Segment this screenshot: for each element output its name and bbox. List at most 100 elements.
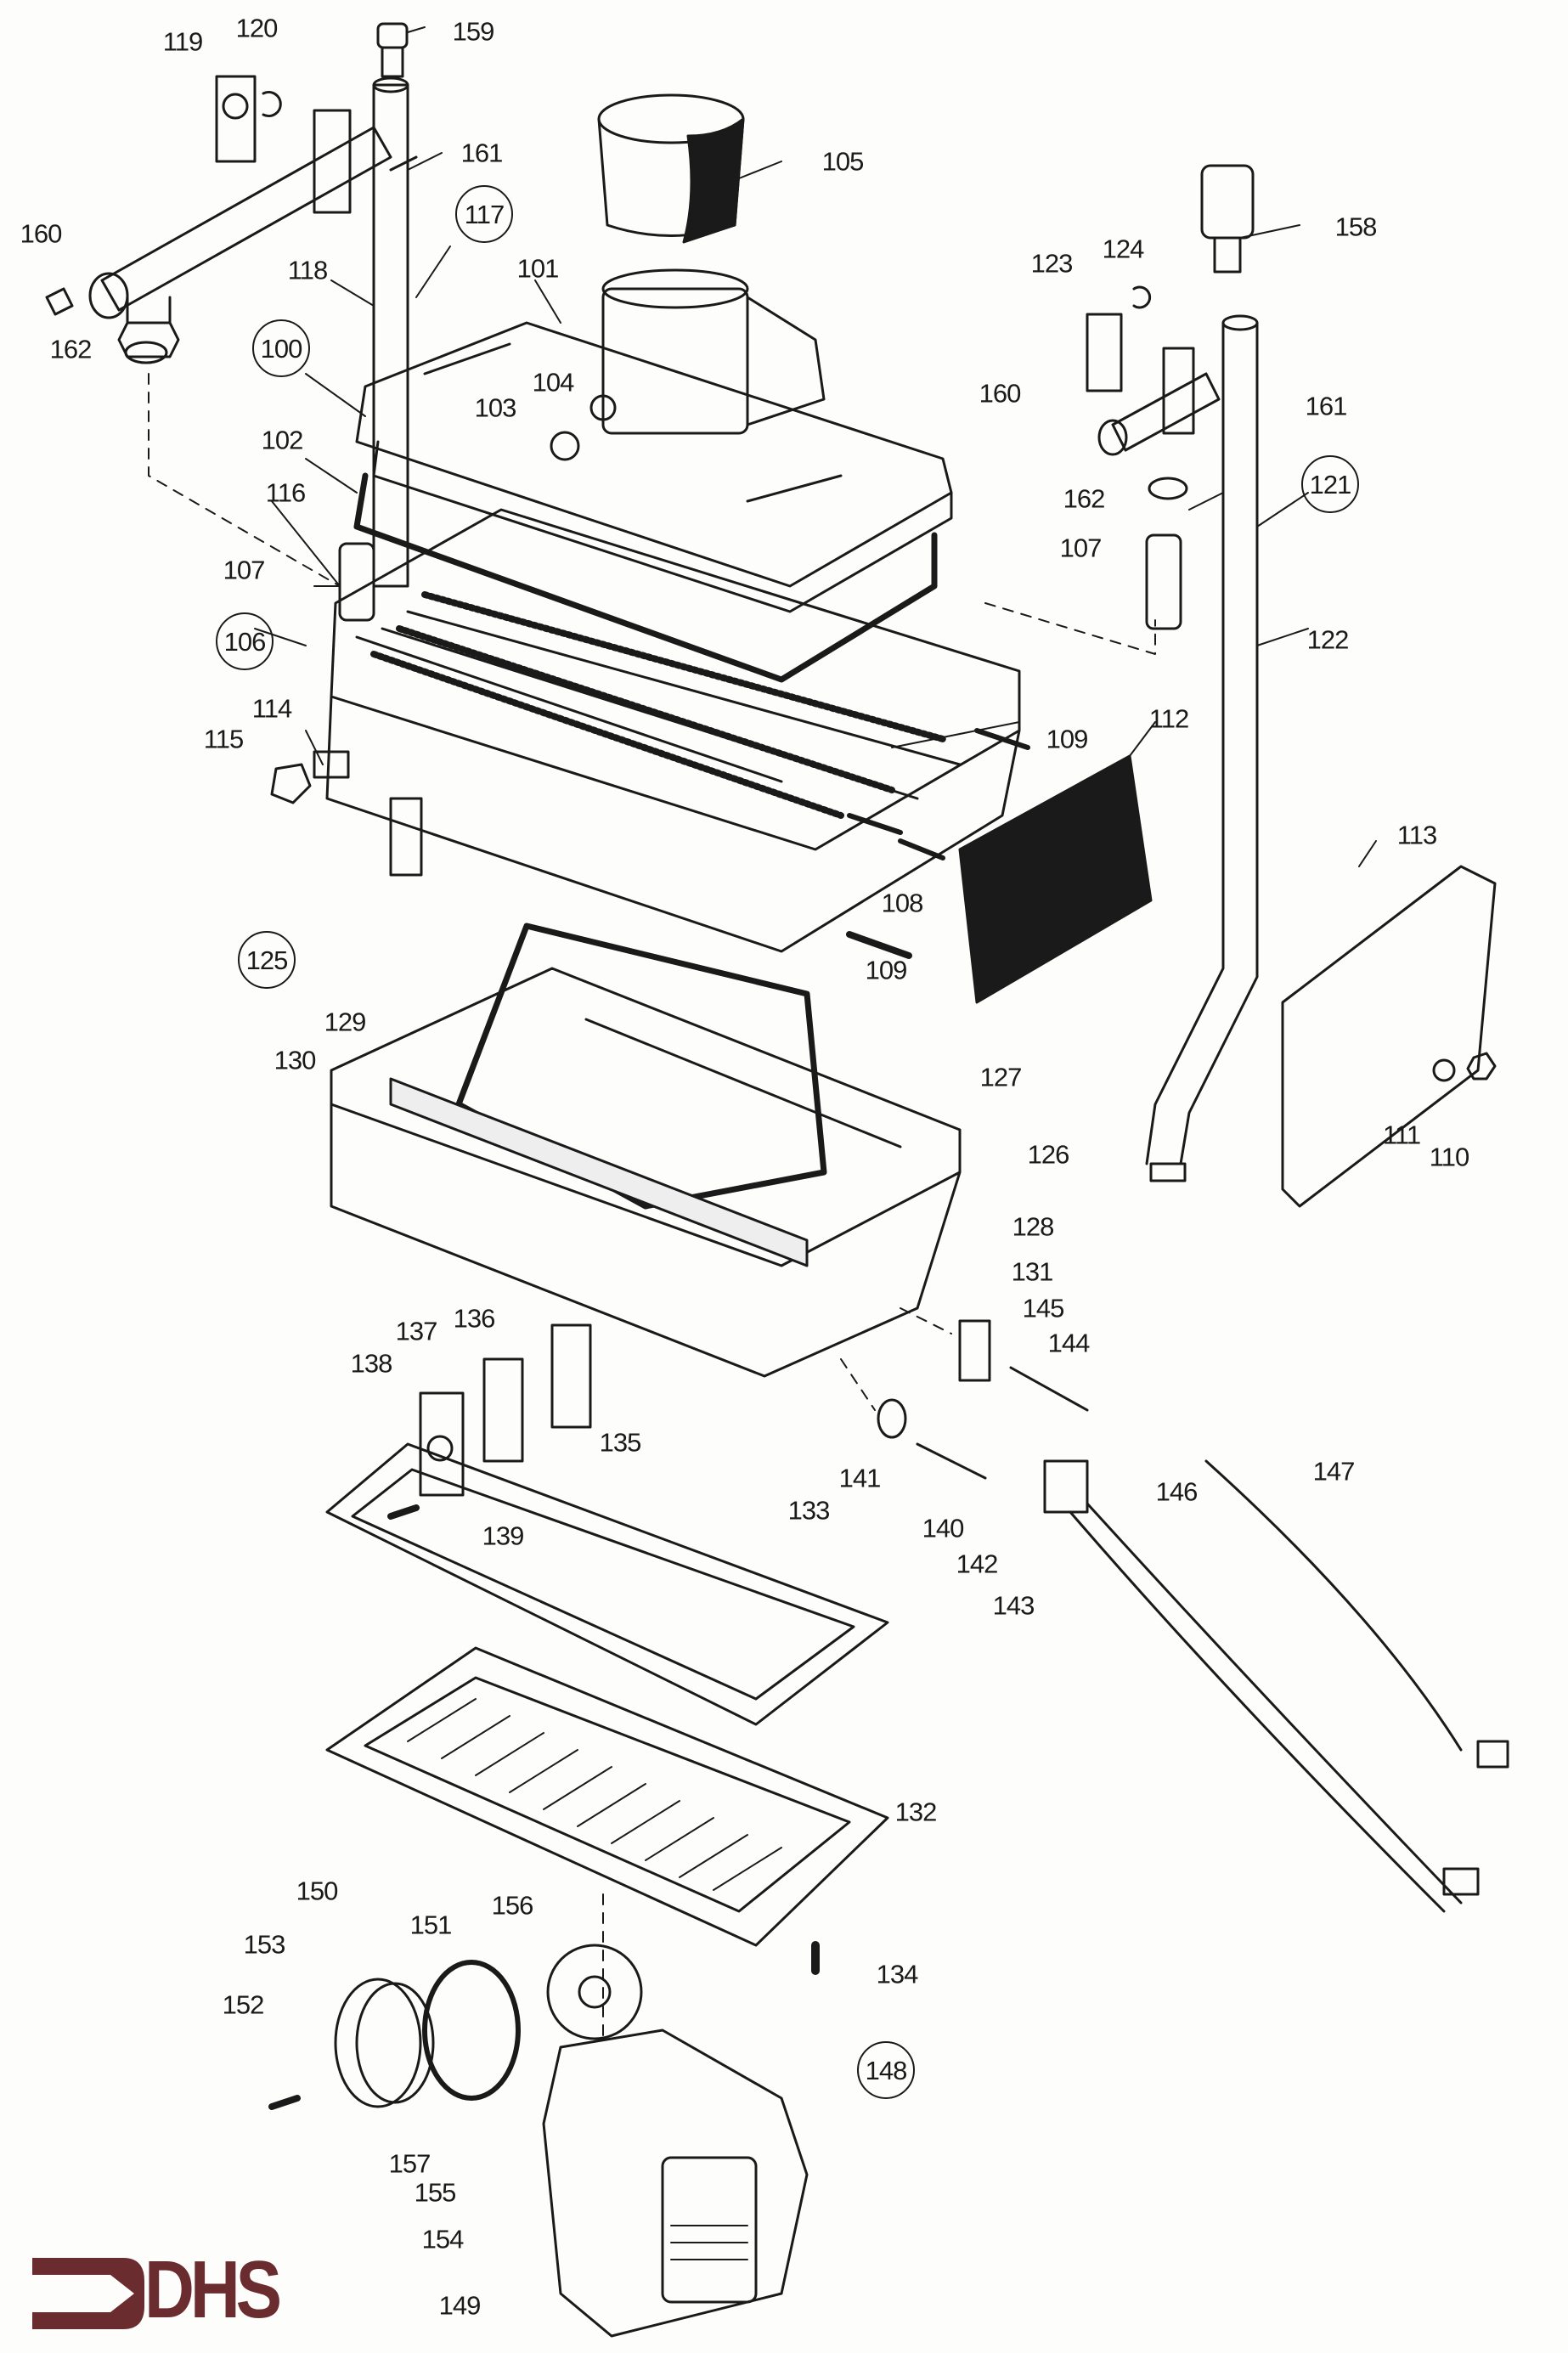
part-label-158: 158 <box>1334 212 1378 242</box>
nipple-107-left <box>338 542 375 622</box>
return-pipe <box>389 797 423 877</box>
part-label-123: 123 <box>1030 248 1074 279</box>
cap-115 <box>270 763 312 804</box>
part-label-134: 134 <box>876 1959 919 1989</box>
part-label-117: 117 <box>455 185 513 243</box>
washer-162-right <box>1148 477 1188 500</box>
part-label-145: 145 <box>1022 1293 1065 1323</box>
part-label-110: 110 <box>1429 1142 1469 1172</box>
part-label-102: 102 <box>261 425 304 455</box>
seal-127 <box>455 923 827 1210</box>
combustion-chamber-125 <box>330 923 962 1378</box>
circlip-120 <box>262 91 282 117</box>
part-label-136: 136 <box>453 1303 496 1334</box>
part-label-127: 127 <box>979 1062 1023 1092</box>
plug-159-thread <box>381 46 404 78</box>
part-label-160-left: 160 <box>20 218 63 249</box>
brand-logo-text: DHS <box>144 2244 282 2335</box>
combustion-hood-100 <box>355 268 953 613</box>
heat-exchanger-106 <box>270 508 1030 959</box>
holder-142 <box>1043 1459 1089 1514</box>
fan-assembly-148 <box>268 1944 809 2338</box>
part-label-156: 156 <box>491 1890 534 1921</box>
plate-145 <box>958 1319 991 1382</box>
pipe-118 <box>372 83 409 588</box>
gasket-133 <box>325 1442 889 1726</box>
part-label-159: 159 <box>452 16 495 47</box>
part-label-107-left: 107 <box>223 555 266 585</box>
part-label-137: 137 <box>395 1316 438 1346</box>
electrode-140 <box>916 1442 987 1480</box>
pipe-horizontal <box>100 126 392 312</box>
part-label-153: 153 <box>243 1929 286 1960</box>
part-label-120: 120 <box>235 13 279 43</box>
part-label-161-right: 161 <box>1305 391 1348 421</box>
connector-a <box>1476 1740 1509 1769</box>
lead-147 <box>1204 1459 1463 1752</box>
part-label-113: 113 <box>1396 820 1437 850</box>
ht-lead <box>1069 1502 1463 1913</box>
part-label-103: 103 <box>474 392 517 423</box>
circlip-124 <box>1132 285 1152 309</box>
pipe-open-end <box>88 272 129 319</box>
flue-hood-105 <box>597 93 745 244</box>
plug-159-head <box>376 22 409 49</box>
part-label-150: 150 <box>296 1876 339 1906</box>
part-label-154: 154 <box>421 2224 465 2254</box>
flange-119 <box>215 75 257 163</box>
part-label-149: 149 <box>438 2290 482 2321</box>
part-label-162-right: 162 <box>1063 483 1106 514</box>
part-label-142: 142 <box>956 1549 999 1579</box>
part-label-135: 135 <box>599 1427 642 1458</box>
part-label-115: 115 <box>203 724 244 754</box>
part-label-121: 121 <box>1301 455 1359 513</box>
left-pipe-assembly <box>45 22 418 588</box>
o-ring-157 <box>422 1960 521 2101</box>
leader-lines <box>254 26 1377 867</box>
part-label-139: 139 <box>482 1521 525 1551</box>
electrode-144 <box>1009 1366 1089 1412</box>
part-label-132: 132 <box>894 1797 938 1827</box>
washer-141 <box>877 1398 907 1439</box>
part-label-118: 118 <box>287 255 328 285</box>
part-label-144: 144 <box>1047 1328 1091 1358</box>
part-label-161-left: 161 <box>460 138 504 168</box>
bracket-137 <box>482 1357 524 1463</box>
part-label-112: 112 <box>1148 703 1189 734</box>
right-pipe-assembly <box>1086 164 1259 1182</box>
part-label-152: 152 <box>222 1989 265 2020</box>
insulation-130 <box>389 1077 809 1267</box>
part-label-155: 155 <box>414 2177 457 2208</box>
part-label-104: 104 <box>532 367 575 398</box>
part-label-126: 126 <box>1027 1139 1070 1170</box>
bracket-138 <box>419 1391 465 1497</box>
part-label-160-right: 160 <box>979 378 1022 409</box>
part-label-100: 100 <box>252 319 310 377</box>
part-label-133: 133 <box>787 1495 831 1526</box>
flange-123 <box>1086 313 1123 392</box>
part-label-146: 146 <box>1155 1476 1199 1507</box>
stud-109-lower <box>846 931 912 959</box>
part-label-140: 140 <box>922 1513 965 1543</box>
part-label-143: 143 <box>992 1590 1035 1621</box>
part-label-147: 147 <box>1312 1456 1356 1487</box>
test-point-152 <box>268 2095 301 2110</box>
part-label-148: 148 <box>857 2041 915 2099</box>
studs-109 <box>847 728 1030 861</box>
part-label-105: 105 <box>821 146 865 177</box>
part-label-141: 141 <box>838 1463 882 1493</box>
gasket-102 <box>353 472 938 683</box>
pipe-118-end <box>372 76 409 93</box>
part-label-151: 151 <box>409 1910 453 1940</box>
connector-b <box>1442 1867 1480 1896</box>
part-label-106: 106 <box>216 612 274 670</box>
part-label-125: 125 <box>238 931 296 989</box>
part-label-138: 138 <box>350 1348 393 1379</box>
part-label-129: 129 <box>324 1007 367 1037</box>
fan-motor <box>661 2156 758 2304</box>
screw-103 <box>550 431 580 461</box>
nipple-114 <box>313 750 350 779</box>
clip-160 <box>45 287 74 316</box>
